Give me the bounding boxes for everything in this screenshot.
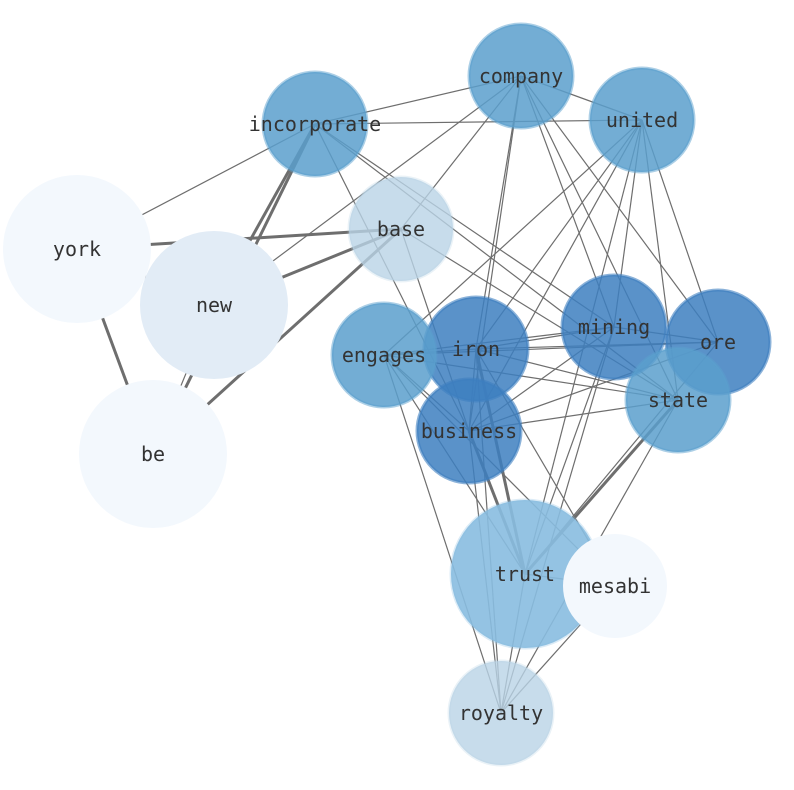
node-circle-engages	[330, 301, 438, 409]
node-circle-united	[588, 66, 696, 174]
node-trust: trust	[449, 498, 601, 650]
node-label-state: state	[648, 388, 708, 412]
nodes-layer: company united incorporate base york new be min…	[3, 22, 772, 767]
edge-incorporate-mining	[314, 123, 615, 328]
node-label-base: base	[377, 217, 425, 241]
node-label-engages: engages	[342, 343, 426, 367]
node-circle-mesabi	[563, 534, 667, 638]
node-label-incorporate: incorporate	[249, 112, 381, 136]
node-circle-mining	[560, 273, 668, 381]
node-incorporate: incorporate	[249, 70, 381, 178]
node-circle-be	[79, 380, 227, 528]
node-circle-royalty	[447, 659, 555, 767]
node-label-royalty: royalty	[459, 701, 543, 725]
node-be: be	[79, 380, 227, 528]
node-label-trust: trust	[495, 562, 555, 586]
node-circle-incorporate	[261, 70, 369, 178]
node-label-iron: iron	[452, 337, 500, 361]
node-base: base	[347, 175, 455, 283]
node-mesabi: mesabi	[563, 534, 667, 638]
node-label-new: new	[196, 293, 233, 317]
node-circle-york	[3, 175, 151, 323]
edge-united-engages	[383, 119, 643, 356]
node-business: business	[415, 377, 523, 485]
node-circle-new	[140, 231, 288, 379]
node-label-be: be	[141, 442, 165, 466]
edge-incorporate-united	[314, 119, 643, 125]
node-label-company: company	[479, 64, 563, 88]
edge-engages-royalty	[383, 354, 502, 714]
node-royalty: royalty	[447, 659, 555, 767]
node-circle-company	[467, 22, 575, 130]
node-label-ore: ore	[700, 330, 736, 354]
node-state: state	[624, 346, 732, 454]
node-mining: mining	[560, 273, 668, 381]
node-circle-state	[624, 346, 732, 454]
node-label-business: business	[421, 419, 517, 443]
node-label-united: united	[606, 108, 678, 132]
node-new: new	[140, 231, 288, 379]
node-united: united	[588, 66, 696, 174]
node-label-mesabi: mesabi	[579, 574, 651, 598]
node-york: york	[3, 175, 151, 323]
node-circle-base	[347, 175, 455, 283]
node-label-mining: mining	[578, 315, 650, 339]
node-company: company	[467, 22, 575, 130]
node-label-york: york	[53, 237, 101, 261]
node-circle-business	[415, 377, 523, 485]
node-engages: engages	[330, 301, 438, 409]
